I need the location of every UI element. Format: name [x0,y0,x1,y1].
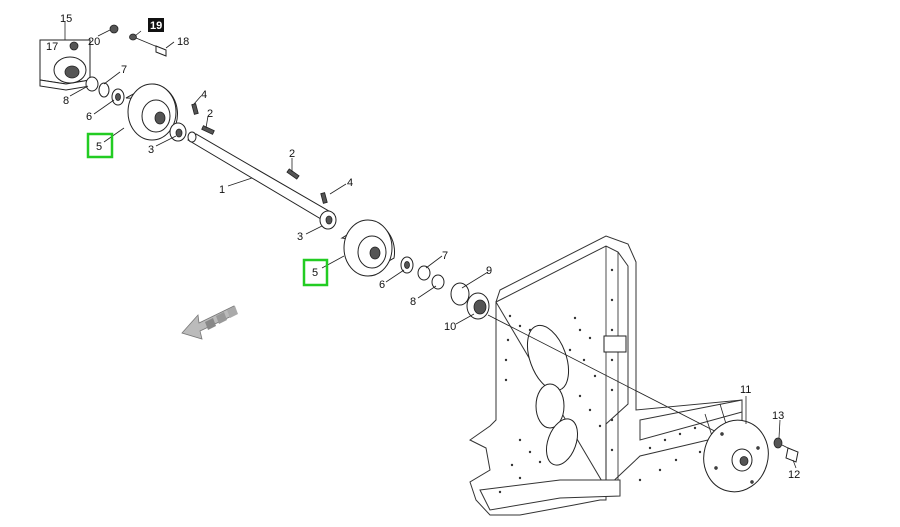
bearing-housing-assembly [39,22,91,91]
callout-19-badge [148,18,164,32]
callout-2-upper: 2 [207,108,213,120]
callout-10: 10 [444,321,456,333]
main-shaft [187,131,335,223]
callout-20: 20 [88,36,100,48]
callout-4-upper: 4 [201,89,207,101]
callout-7-lower: 7 [442,250,448,262]
callout-2-lower: 2 [289,148,295,160]
callout-5-lower: 5 [312,267,318,279]
fastener-set-right [773,437,799,463]
callout-3-upper: 3 [148,144,154,156]
direction-arrow-icon [181,305,238,340]
callout-13: 13 [772,410,784,422]
callout-6-upper: 6 [86,111,92,123]
callout-19: 19 [150,20,162,32]
flange-disc [703,419,769,493]
callout-8-lower: 8 [410,296,416,308]
callout-18: 18 [177,36,189,48]
callout-5-upper: 5 [96,141,102,153]
washer-set-upper [85,76,125,106]
callout-15: 15 [60,13,72,25]
callout-17: 17 [46,41,58,53]
callout-5-lower-highlight[interactable] [302,258,329,287]
callout-12: 12 [788,469,800,481]
callout-8-upper: 8 [63,95,69,107]
lower-pulley [319,210,395,277]
callout-11: 11 [740,384,751,396]
upper-pulley [125,83,187,142]
callout-9: 9 [486,265,492,277]
callout-5-upper-highlight[interactable] [86,132,114,159]
leader-lines [69,29,797,469]
fastener-set-top [109,24,167,57]
callout-7-upper: 7 [121,64,127,76]
callout-4-lower: 4 [347,177,353,189]
callout-6-lower: 6 [379,279,385,291]
callout-labels: 15 17 20 19 18 7 8 6 4 2 5 3 2 1 4 3 5 7… [46,13,800,481]
washer-set-lower [400,256,490,320]
pins-upper [191,103,215,135]
callout-3-lower: 3 [297,231,303,243]
callout-1: 1 [219,184,225,196]
